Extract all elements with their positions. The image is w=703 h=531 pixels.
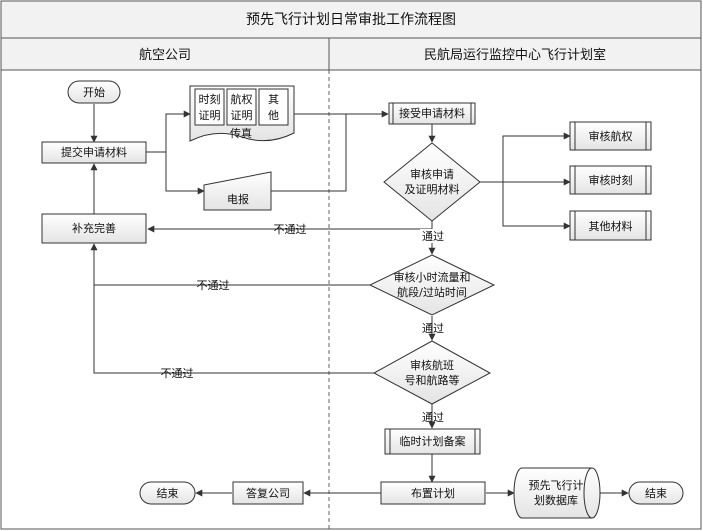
submit-label: 提交申请材料 <box>61 145 127 159</box>
review-app-line1: 审核申请 <box>410 167 454 181</box>
label-fail-3: 不通过 <box>161 367 194 380</box>
end-right-label: 结束 <box>645 487 667 500</box>
label-fail-1: 不通过 <box>274 223 307 236</box>
end-left-label: 结束 <box>157 487 179 500</box>
title-bar <box>0 0 702 39</box>
supplement-node <box>41 213 147 244</box>
chart-title: 预先飞行计划日常审批工作流程图 <box>246 12 456 28</box>
doc-other-line1: 其 <box>268 93 279 106</box>
supplement-label: 补充完善 <box>72 221 116 235</box>
lane-header-bar <box>0 37 702 71</box>
review-flow-node <box>368 254 496 316</box>
reply-node <box>232 481 304 505</box>
label-pass-3: 通过 <box>422 411 444 424</box>
telegram-label: 电报 <box>227 192 249 206</box>
database-node-edge <box>583 467 593 519</box>
other-material-node <box>569 210 652 241</box>
check-rights-label: 审核航权 <box>589 129 633 143</box>
check-slot-node <box>569 165 652 195</box>
other-material-label: 其他材料 <box>589 219 633 233</box>
doc-time-cert-line2: 证明 <box>199 109 221 122</box>
review-flow-line2: 航段/过站时间 <box>397 285 467 299</box>
start-node <box>67 80 121 104</box>
end-right-node <box>628 481 684 505</box>
doc-route-cert-line1: 航权 <box>231 92 253 106</box>
edge-fail-3 <box>93 285 376 374</box>
label-pass-1-bg <box>420 229 446 243</box>
submit-node <box>41 141 147 164</box>
temp-plan-label: 临时计划备案 <box>400 434 466 448</box>
temp-plan-node <box>384 428 481 455</box>
label-fail-2: 不通过 <box>197 279 230 292</box>
receive-node <box>388 102 476 125</box>
doc-route-cert-line2: 证明 <box>231 109 253 122</box>
doc-other <box>258 88 289 126</box>
doc-time-cert-line1: 时刻 <box>199 92 221 106</box>
review-flow-line1: 审核小时流量和 <box>394 270 471 284</box>
edge-review-rights <box>480 132 571 183</box>
telegram-node <box>203 171 272 211</box>
reply-label: 答复公司 <box>246 486 290 500</box>
doc-other-line2: 他 <box>268 109 279 122</box>
database-line2: 划数据库 <box>534 493 578 507</box>
review-app-node <box>383 142 481 222</box>
receive-label: 接受申请材料 <box>399 106 465 120</box>
doc-route-cert <box>226 88 257 126</box>
start-label: 开始 <box>83 85 105 99</box>
edge-telegram-receive <box>271 114 347 192</box>
end-left-node <box>139 481 196 505</box>
doc-time-cert <box>194 88 225 126</box>
fax-label: 传真 <box>230 126 252 140</box>
lane-right-label: 民航局运行监控中心飞行计划室 <box>424 47 606 63</box>
review-app-line2: 及证明材料 <box>405 182 460 196</box>
edge-submit-fax <box>146 110 191 153</box>
edge-review-other <box>502 182 571 230</box>
edge-submit-telegram <box>165 152 205 195</box>
database-node <box>513 467 601 519</box>
database-line1: 预先飞行计 <box>529 479 584 492</box>
edges <box>90 104 629 497</box>
review-route-line1: 审核航班 <box>410 358 454 372</box>
label-pass-1: 通过 <box>422 230 444 243</box>
check-rights-node <box>569 121 652 151</box>
review-route-node <box>372 340 492 405</box>
arrange-label: 布置计划 <box>411 487 455 500</box>
review-route-line2: 号和航路等 <box>405 373 460 387</box>
label-pass-2: 通过 <box>422 322 444 335</box>
arrange-node <box>380 481 486 505</box>
check-slot-label: 审核时刻 <box>589 173 633 187</box>
lane-left-label: 航空公司 <box>139 47 191 63</box>
